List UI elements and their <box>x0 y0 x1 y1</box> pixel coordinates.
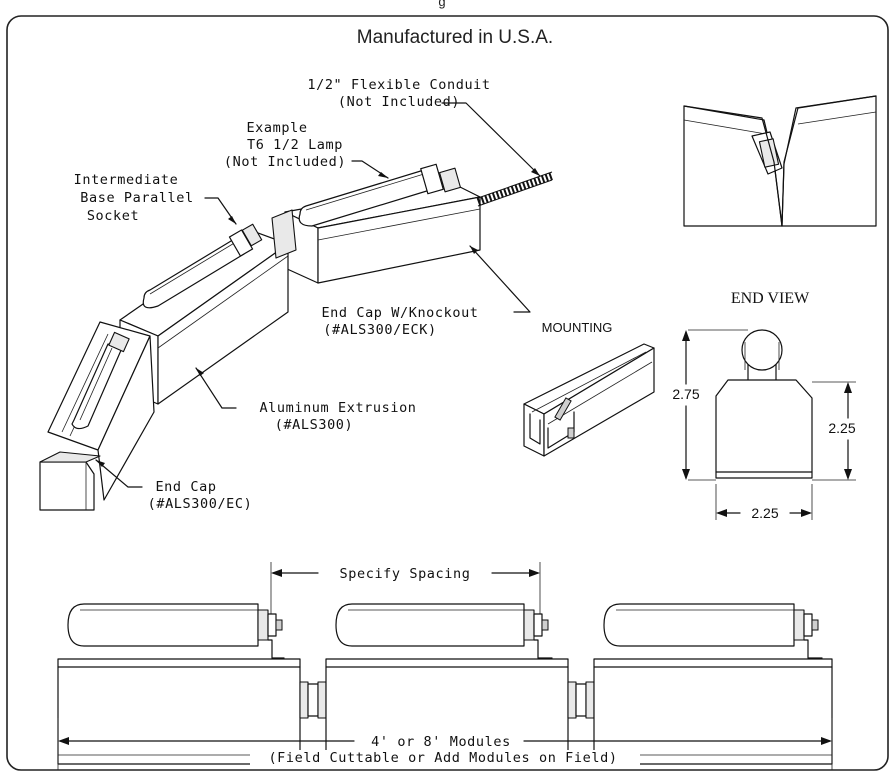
dim-width: 2.25 <box>751 505 778 521</box>
endcap-ko-label-2: (#ALS300/ECK) <box>323 322 436 338</box>
lamp-label-1: Example <box>246 120 307 136</box>
lower-module <box>39 321 155 511</box>
modules-label-1: 4' or 8' Modules <box>371 734 511 750</box>
joint-detail <box>683 95 877 227</box>
module-3 <box>593 603 833 765</box>
endcap-label-1: End Cap <box>155 479 216 495</box>
connector-1 <box>299 681 309 719</box>
end-view-label: END VIEW <box>731 290 810 307</box>
connector-2 <box>567 681 577 719</box>
upper-module <box>284 163 481 284</box>
dim-height-total: 2.75 <box>672 386 699 402</box>
endcap-ko-label-1: End Cap W/Knockout <box>321 305 478 321</box>
socket-label-3: Socket <box>87 208 139 224</box>
upper-lamp <box>298 163 461 227</box>
specify-spacing-label: Specify Spacing <box>340 566 471 582</box>
page-title: Manufactured in U.S.A. <box>357 27 553 48</box>
endcap-label-2: (#ALS300/EC) <box>148 496 253 512</box>
extrusion-label-2: (#ALS300) <box>275 417 354 433</box>
flexible-conduit <box>476 171 554 207</box>
module-1 <box>57 603 301 765</box>
outer-frame <box>6 15 889 771</box>
lamp-label-3: (Not Included) <box>224 154 346 170</box>
mounting-label: MOUNTING <box>542 320 613 335</box>
leader-lines <box>95 102 541 488</box>
mounting-detail: MOUNTING <box>523 320 655 457</box>
extrusion-label-1: Aluminum Extrusion <box>259 400 416 416</box>
isometric-assembly <box>39 163 554 511</box>
modules-label-2: (Field Cuttable or Add Modules on Field) <box>268 750 617 766</box>
middle-lamp <box>142 223 263 309</box>
end-view: END VIEW 2.75 2.25 2.25 <box>672 290 856 521</box>
socket-label-1: Intermediate <box>74 172 179 188</box>
callout-text: 1/2" Flexible Conduit (Not Included) Exa… <box>74 77 490 512</box>
conduit-label-2: (Not Included) <box>338 94 460 110</box>
conduit-label-1: 1/2" Flexible Conduit <box>307 77 490 93</box>
lamp-label-2: T6 1/2 Lamp <box>247 137 343 153</box>
socket-label-2: Base Parallel <box>80 190 193 206</box>
bottom-elevation: Specify Spacing <box>57 562 833 770</box>
top-clipped-text: g <box>438 0 445 9</box>
dim-height-body: 2.25 <box>828 420 855 436</box>
